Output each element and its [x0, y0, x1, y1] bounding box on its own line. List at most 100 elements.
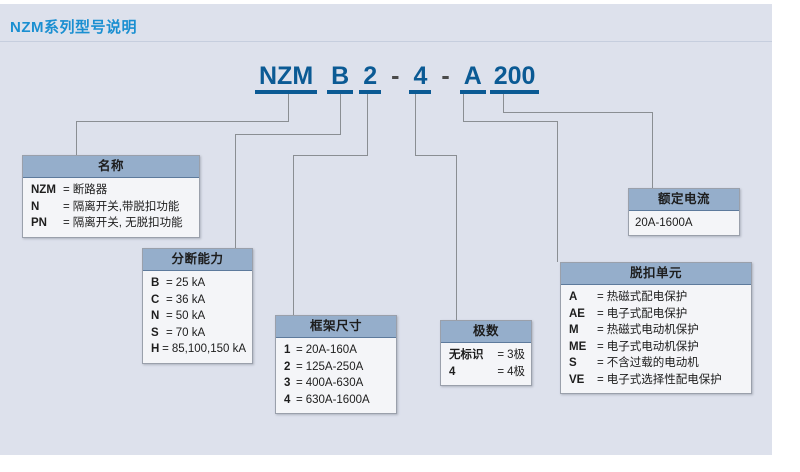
- box-poles-body: 无标识 = 3极 4 = 4极: [441, 343, 531, 385]
- equals: =: [63, 200, 70, 213]
- code-segment-poles: 4: [409, 62, 432, 94]
- equals: =: [597, 373, 604, 386]
- key: AE: [569, 307, 585, 320]
- connector-poles-run: [415, 155, 456, 156]
- list-item: PN = 隔离开关, 无脱扣功能: [31, 215, 193, 232]
- box-rated-current-body: 20A-1600A: [629, 211, 739, 235]
- list-item: NZM = 断路器: [31, 182, 193, 199]
- connector-name-run: [76, 121, 289, 122]
- key: S: [569, 357, 577, 369]
- value: 电子式配电保护: [606, 307, 688, 320]
- equals: =: [166, 326, 173, 339]
- connector-frame-drop-b: [293, 155, 294, 315]
- equals: =: [166, 277, 173, 289]
- value: 隔离开关, 无脱扣功能: [72, 217, 183, 229]
- list-item: S = 不含过载的电动机: [569, 355, 745, 372]
- connector-current-drop-a: [503, 94, 504, 113]
- value: 4极: [507, 365, 525, 378]
- equals: =: [497, 349, 505, 361]
- code-segment-breaking: B: [327, 62, 354, 94]
- connector-breaking-drop-b: [235, 134, 236, 248]
- box-frame-size-header: 框架尺寸: [276, 316, 396, 338]
- connector-poles-drop-a: [415, 94, 416, 156]
- key: H: [151, 343, 160, 355]
- connector-poles-drop-b: [456, 155, 457, 320]
- list-item: H = 85,100,150 kA: [151, 341, 246, 358]
- value: 125A-250A: [305, 360, 364, 373]
- box-trip-unit: 脱扣单元 A = 热磁式配电保护 AE = 电子式配电保护 M = 热磁式电动机…: [560, 262, 752, 394]
- connector-current-run: [503, 112, 652, 113]
- equals: =: [597, 291, 604, 303]
- equals: =: [296, 360, 303, 373]
- equals: =: [63, 184, 70, 196]
- value: 热磁式配电保护: [606, 291, 688, 303]
- title-divider: [0, 41, 772, 42]
- value: 400A-630A: [305, 377, 364, 389]
- value: 50 kA: [175, 310, 206, 322]
- box-frame-size-body: 1 = 20A-160A 2 = 125A-250A 3 = 400A-630A…: [276, 338, 396, 413]
- equals: =: [296, 377, 303, 389]
- code-segment-name: NZM: [255, 62, 318, 94]
- connector-trip-drop-a: [463, 94, 464, 122]
- value: 36 kA: [175, 293, 206, 306]
- list-item: N = 隔离开关,带脱扣功能: [31, 199, 193, 216]
- code-separator-1: -: [391, 62, 400, 90]
- key: VE: [569, 373, 585, 386]
- box-frame-size: 框架尺寸 1 = 20A-160A 2 = 125A-250A 3 = 400A…: [275, 315, 397, 414]
- key: N: [31, 200, 40, 213]
- code-segment-frame: 2: [359, 62, 382, 94]
- connector-name-drop-b: [76, 121, 77, 155]
- key: NZM: [31, 184, 56, 196]
- equals: =: [497, 365, 505, 378]
- value: 隔离开关,带脱扣功能: [72, 200, 180, 213]
- value: 不含过载的电动机: [606, 357, 699, 369]
- box-name: 名称 NZM = 断路器 N = 隔离开关,带脱扣功能 PN = 隔离开关, 无…: [22, 155, 200, 238]
- equals: =: [597, 357, 604, 369]
- list-item: 1 = 20A-160A: [284, 342, 390, 359]
- list-item: B = 25 kA: [151, 275, 246, 292]
- key: B: [151, 277, 160, 289]
- connector-breaking-drop-a: [340, 94, 341, 135]
- connector-trip-run: [463, 121, 557, 122]
- key: 2: [284, 360, 291, 373]
- key: C: [151, 293, 160, 306]
- key: N: [151, 310, 160, 322]
- equals: =: [166, 293, 173, 306]
- box-poles: 极数 无标识 = 3极 4 = 4极: [440, 320, 532, 386]
- key: A: [569, 291, 578, 303]
- code-segment-current: 200: [489, 62, 540, 94]
- equals: =: [597, 340, 604, 353]
- equals: =: [296, 393, 303, 406]
- value: 70 kA: [175, 326, 206, 339]
- equals: =: [597, 324, 604, 336]
- list-item: 2 = 125A-250A: [284, 359, 390, 376]
- equals: =: [63, 217, 70, 229]
- equals: =: [166, 310, 173, 322]
- key: 无标识: [449, 349, 484, 361]
- box-name-header: 名称: [23, 156, 199, 178]
- connector-current-drop-b: [652, 112, 653, 188]
- list-item: M = 热磁式电动机保护: [569, 322, 745, 339]
- list-item: AE = 电子式配电保护: [569, 306, 745, 323]
- box-trip-unit-header: 脱扣单元: [561, 263, 751, 285]
- model-code: NZM B 2 - 4 - A 200: [255, 62, 540, 94]
- list-item: 4 = 4极: [449, 364, 525, 381]
- value: 电子式选择性配电保护: [606, 373, 722, 386]
- list-item: 3 = 400A-630A: [284, 375, 390, 392]
- key: 3: [284, 377, 291, 389]
- box-poles-header: 极数: [441, 321, 531, 343]
- box-rated-current-header: 额定电流: [629, 189, 739, 211]
- value: 3极: [507, 349, 525, 361]
- key: ME: [569, 340, 587, 353]
- equals: =: [597, 307, 604, 320]
- equals: =: [296, 344, 303, 356]
- value: 85,100,150 kA: [171, 343, 246, 355]
- box-name-body: NZM = 断路器 N = 隔离开关,带脱扣功能 PN = 隔离开关, 无脱扣功…: [23, 178, 199, 237]
- key: M: [569, 324, 579, 336]
- code-separator-2: -: [441, 62, 450, 90]
- connector-frame-run: [293, 155, 368, 156]
- key: 4: [449, 365, 456, 378]
- box-trip-unit-body: A = 热磁式配电保护 AE = 电子式配电保护 M = 热磁式电动机保护 ME…: [561, 285, 751, 393]
- box-breaking-capacity-body: B = 25 kA C = 36 kA N = 50 kA S = 70 kA …: [143, 271, 252, 363]
